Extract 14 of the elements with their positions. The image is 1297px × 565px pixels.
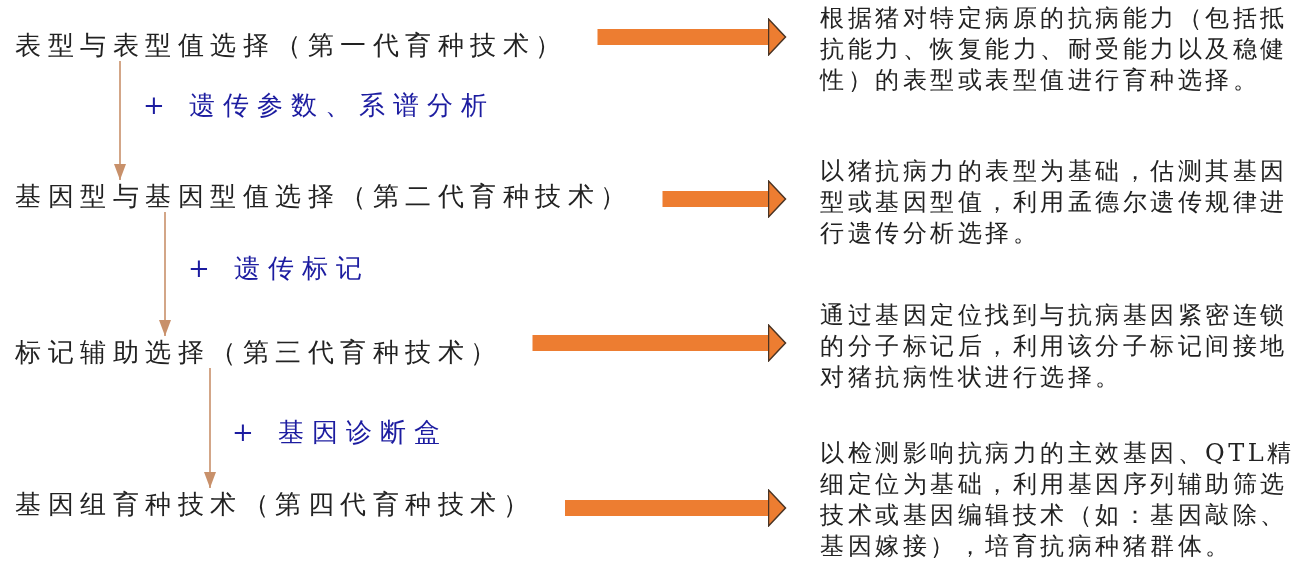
block-arrow [597, 18, 787, 56]
arrow [204, 367, 216, 489]
stage-heading: 标记辅助选择（第三代育种技术） [15, 336, 503, 368]
description-text: 以检测影响抗病力的主效基因、QTL精细定位为基础，利用基因序列辅助筛选技术或基因编辑技术（如：基因敲除、基因嫁接），培育抗病种猪群体。 [820, 438, 1297, 562]
block-arrow [565, 489, 787, 527]
arrow [159, 211, 171, 337]
stage-heading: 表型与表型值选择（第一代育种技术） [15, 29, 568, 61]
stage-heading: 基因组育种技术（第四代育种技术） [15, 488, 535, 520]
stage-heading: 基因型与基因型值选择（第二代育种技术） [15, 180, 633, 212]
arrow [114, 60, 126, 181]
block-arrow [532, 324, 787, 362]
description-text: 以猪抗病力的表型为基础，估测其基因型或基因型值，利用孟德尔遗传规律进行遗传分析选择。 [820, 156, 1297, 249]
description-text: 根据猪对特定病原的抗病能力（包括抵抗能力、恢复能力、耐受能力以及稳健性）的表型或表型值进行育种选择。 [820, 3, 1297, 96]
description-text: 通过基因定位找到与抗病基因紧密连锁的分子标记后，利用该分子标记间接地对猪抗病性状进行选择。 [820, 300, 1297, 393]
